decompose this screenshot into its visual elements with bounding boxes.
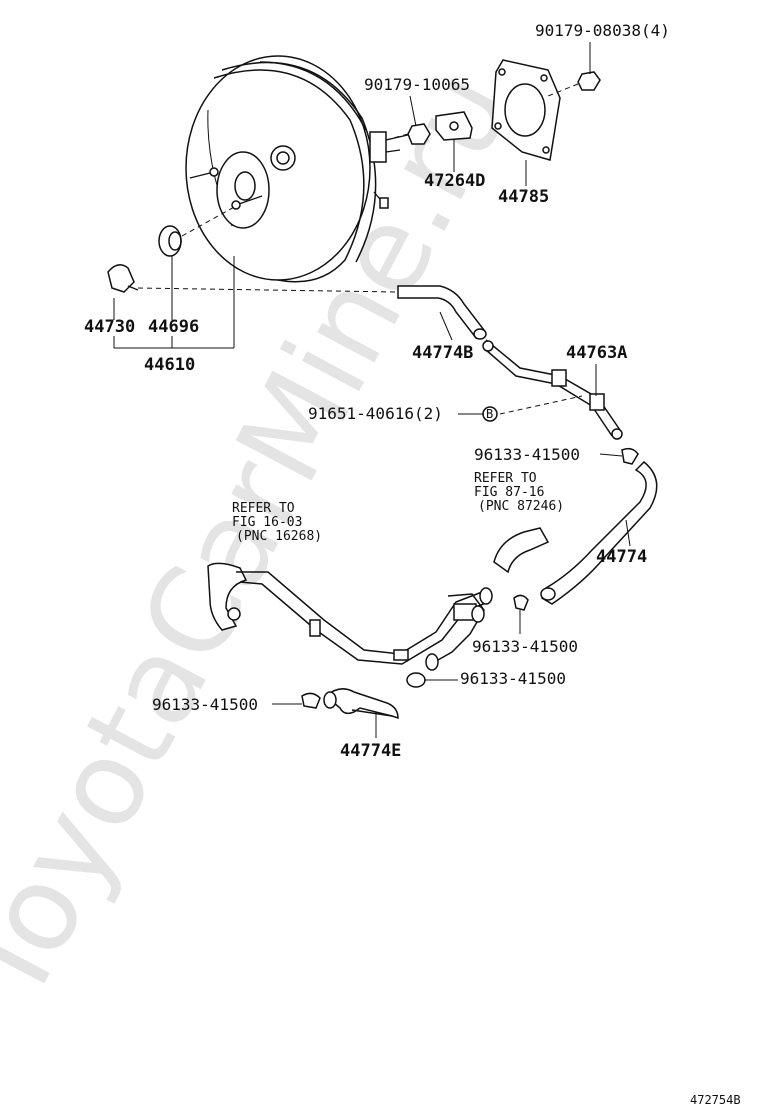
hose-e-part: [301, 688, 399, 720]
svg-text:(PNC 87246): (PNC 87246): [478, 499, 564, 514]
figure-id: 472754B: [690, 1093, 741, 1107]
long-pipe-assembly: [207, 562, 493, 671]
hose-b-part: [397, 285, 487, 340]
svg-text:B: B: [486, 407, 493, 421]
part-labels: 90179-08038(4) 90179-10065 47264D 44785 …: [84, 21, 670, 761]
svg-text:REFER TO: REFER TO: [232, 501, 295, 516]
label-check-valve: 44730: [84, 317, 135, 337]
pipe-a-part: [482, 339, 623, 440]
label-pipe-a: 44763A: [566, 343, 627, 363]
clip-mid-part: [513, 594, 529, 611]
label-hose-e: 44774E: [340, 741, 401, 761]
label-clip-mid: 96133-41500: [472, 637, 578, 656]
gasket-part: [491, 59, 561, 161]
reference-note-fig-87-16: REFER TO FIG 87-16 (PNC 87246): [474, 471, 564, 514]
nut-part: [547, 71, 601, 97]
label-clip-top: 96133-41500: [474, 445, 580, 464]
bracket-part: [435, 111, 473, 141]
check-valve-part: [107, 264, 399, 293]
label-booster-assy: 44610: [144, 355, 195, 375]
leader-lines: [113, 42, 631, 738]
clip-lower-part: [406, 672, 426, 688]
small-nut-part: [385, 123, 431, 145]
label-hose-b: 44774B: [412, 343, 473, 363]
label-hose: 44774: [596, 547, 647, 567]
label-clip-left: 96133-41500: [152, 695, 258, 714]
svg-text:REFER TO: REFER TO: [474, 471, 537, 486]
label-nut-small: 90179-10065: [364, 75, 470, 94]
hose-part: [540, 460, 658, 605]
label-nut-large: 90179-08038(4): [535, 21, 670, 40]
grommet-part: [158, 205, 237, 257]
label-gasket: 44785: [498, 187, 549, 207]
reference-note-fig-16-03: REFER TO FIG 16-03 (PNC 16268): [232, 501, 322, 544]
svg-text:FIG 87-16: FIG 87-16: [474, 485, 544, 500]
label-clamp-b: 91651-40616(2): [308, 404, 443, 423]
short-hose-part: [493, 527, 550, 574]
label-bracket: 47264D: [424, 171, 485, 191]
label-grommet: 44696: [148, 317, 199, 337]
clamp-b-marker: B: [482, 406, 498, 422]
clip-top-part: [621, 447, 639, 465]
svg-text:(PNC 16268): (PNC 16268): [236, 529, 322, 544]
svg-text:FIG 16-03: FIG 16-03: [232, 515, 302, 530]
label-clip-lower: 96133-41500: [460, 669, 566, 688]
